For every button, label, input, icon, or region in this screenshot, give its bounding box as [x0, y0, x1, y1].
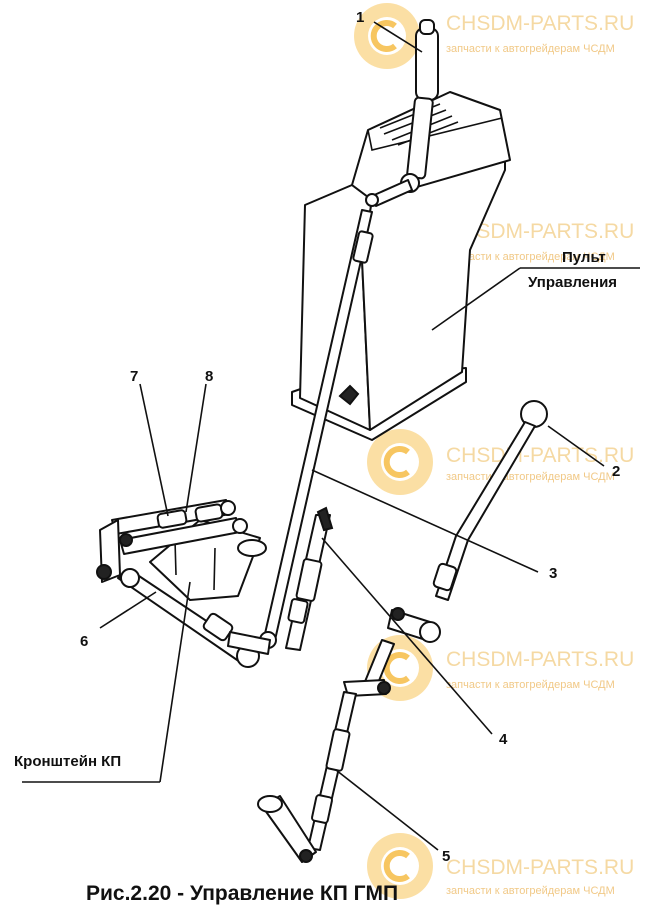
- lever-1: [365, 19, 439, 207]
- label-6: 6: [80, 633, 88, 650]
- watermark-brand: CHSDM-PARTS.RU: [446, 12, 634, 35]
- watermark-brand: CHSDM-PARTS.RU: [446, 648, 634, 671]
- watermark-tagline: запчасти к автогрейдерам ЧСДМ: [446, 43, 615, 55]
- lever-2: [387, 400, 548, 643]
- watermark-brand: CHSDM-PARTS.RU: [446, 856, 634, 879]
- watermark-tagline: запчасти к автогрейдерам ЧСДМ: [446, 885, 615, 897]
- label-console-line1: Пульт: [562, 249, 606, 266]
- label-1: 1: [356, 9, 364, 26]
- label-console-line2: Управления: [528, 274, 617, 291]
- rod-4: [285, 506, 334, 651]
- watermark-logo-icon: [367, 833, 433, 899]
- figure-caption: Рис.2.20 - Управление КП ГМП: [86, 882, 398, 905]
- label-2: 2: [612, 463, 620, 480]
- label-5: 5: [442, 848, 450, 865]
- watermark-logo-icon: [354, 3, 420, 69]
- watermark-brand: CHSDM-PARTS.RU: [446, 220, 634, 243]
- watermark-tagline: запчасти к автогрейдерам ЧСДМ: [446, 679, 615, 691]
- gearbox-bracket: [96, 499, 271, 668]
- watermark-tagline: запчасти к автогрейдерам ЧСДМ: [446, 251, 615, 263]
- leader-lines: [22, 21, 640, 851]
- watermark-brand: CHSDM-PARTS.RU: [446, 444, 634, 467]
- watermark-logo-icon: [367, 429, 433, 495]
- label-bracket: Кронштейн КП: [14, 753, 121, 770]
- label-3: 3: [549, 565, 557, 582]
- label-4: 4: [499, 731, 508, 748]
- watermark-tagline: запчасти к автогрейдерам ЧСДМ: [446, 471, 615, 483]
- label-8: 8: [205, 368, 213, 385]
- rod-5: [257, 639, 395, 863]
- label-7: 7: [130, 368, 138, 385]
